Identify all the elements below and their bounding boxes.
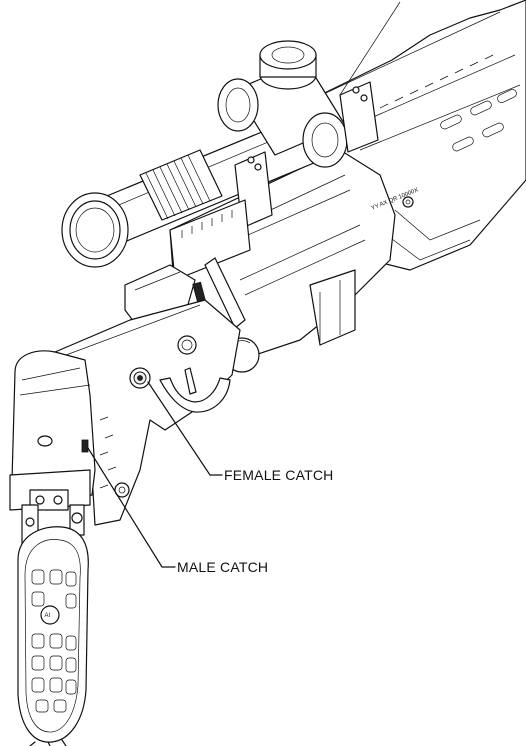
male-catch-leader	[87, 447, 176, 568]
male-catch-label: MALE CATCH	[177, 559, 268, 575]
male-catch-callout: MALE CATCH	[87, 447, 268, 575]
folded-stock: AI	[9, 350, 96, 746]
female-catch-leader	[147, 381, 223, 476]
butt-logo	[40, 605, 60, 625]
butt-logo-text: AI	[45, 613, 51, 619]
scope	[61, 40, 379, 268]
magazine	[309, 269, 356, 346]
female-catch-callout: FEMALE CATCH	[147, 381, 334, 483]
rail	[169, 199, 251, 281]
logo-medallion	[177, 335, 197, 355]
top-leader-line	[339, 1, 401, 96]
receiver-screw	[402, 196, 414, 208]
female-catch-label: FEMALE CATCH	[224, 467, 334, 483]
